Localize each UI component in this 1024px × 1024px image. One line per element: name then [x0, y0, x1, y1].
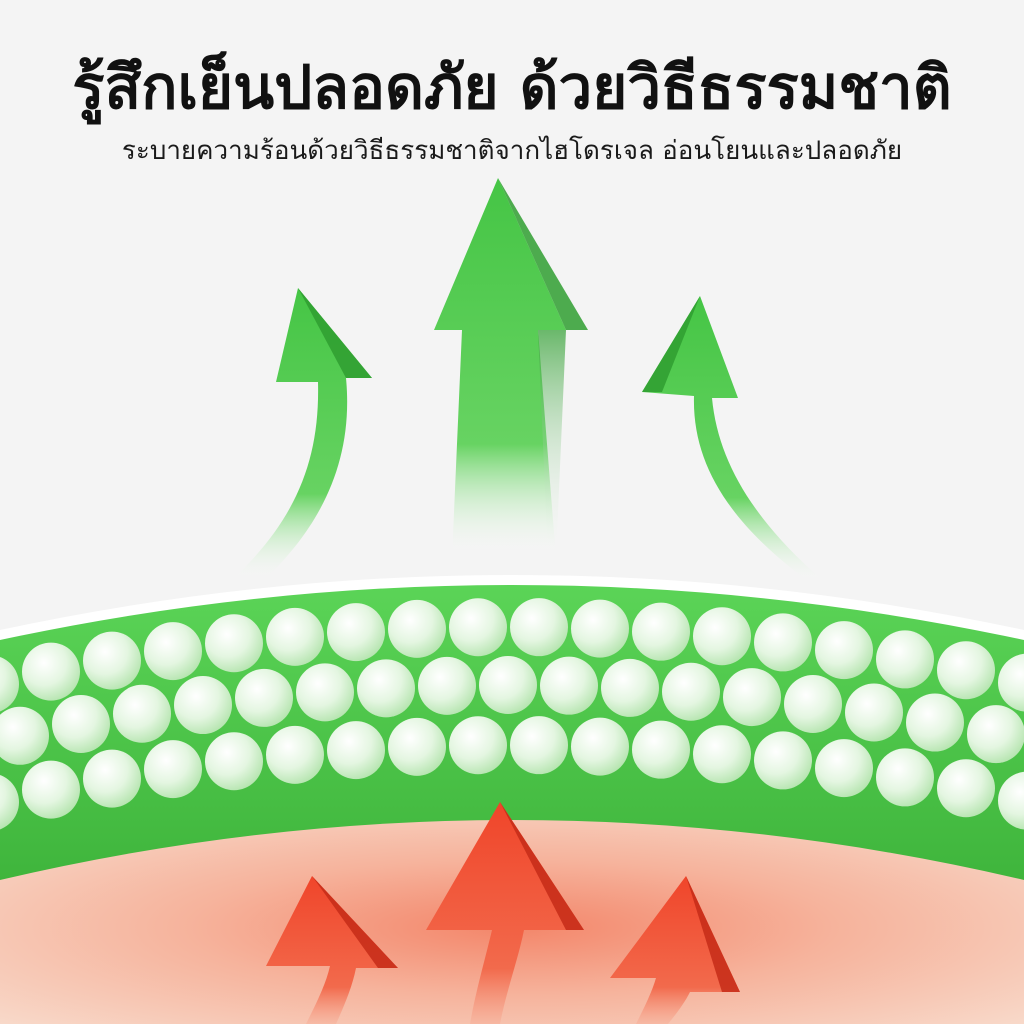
hydrogel-bead [906, 693, 964, 752]
hydrogel-bead [479, 656, 537, 715]
hydrogel-bead [113, 684, 171, 743]
hydrogel-bead [449, 598, 507, 657]
hydrogel-bead [510, 598, 568, 657]
hydrogel-bead [876, 748, 934, 807]
hydrogel-bead [327, 721, 385, 780]
hydrogel-bead [144, 622, 202, 681]
cool-arrow-left [232, 288, 372, 582]
hydrogel-bead [296, 663, 354, 722]
hydrogel-bead [357, 659, 415, 718]
hydrogel-bead [52, 694, 110, 753]
hydrogel-bead [22, 760, 80, 819]
heat-arrow-right [610, 876, 740, 1024]
hydrogel-bead [754, 731, 812, 790]
cool-arrow-right [642, 296, 820, 584]
hydrogel-bead [388, 717, 446, 776]
hydrogel-bead [693, 607, 751, 666]
hydrogel-bead [83, 749, 141, 808]
hydrogel-bead [815, 621, 873, 680]
hydrogel-bead [540, 656, 598, 715]
hydrogel-bead [0, 774, 19, 830]
hydrogel-bead [449, 716, 507, 775]
hydrogel-bead [693, 725, 751, 784]
hydrogel-bead [937, 641, 995, 700]
hydrogel-bead [510, 716, 568, 775]
hydrogel-bead [205, 614, 263, 673]
hydrogel-bead [998, 653, 1024, 712]
hydrogel-bead [235, 668, 293, 727]
hydrogel-bead [174, 676, 232, 735]
hydrogel-bead [632, 602, 690, 661]
hydrogel-bead [937, 759, 995, 818]
hydrogel-bead [266, 607, 324, 666]
hydrogel-bead [22, 642, 80, 701]
hydrogel-bead [998, 771, 1024, 830]
hydrogel-bead [144, 740, 202, 799]
hydrogel-bead [83, 631, 141, 690]
hydrogel-bead [266, 725, 324, 784]
hydrogel-bead [723, 668, 781, 727]
hydrogel-bead [815, 739, 873, 798]
hydrogel-bead [0, 706, 49, 765]
hydrogel-bead [327, 603, 385, 662]
hydrogel-bead [876, 630, 934, 689]
hydrogel-beads [0, 598, 1024, 830]
headline: รู้สึกเย็นปลอดภัย ด้วยวิธีธรรมชาติ [72, 53, 952, 123]
hydrogel-bead [754, 613, 812, 672]
cool-arrow-center [434, 178, 588, 558]
hydrogel-bead [571, 599, 629, 658]
hydrogel-bead [205, 732, 263, 791]
hydrogel-bead [967, 705, 1024, 764]
hydrogel-bead [571, 717, 629, 776]
hydrogel-bead [662, 662, 720, 721]
heat-arrow-center [426, 802, 584, 1024]
hydrogel-bead [784, 675, 842, 734]
hydrogel-bead [0, 656, 19, 712]
hydrogel-bead [845, 683, 903, 742]
hydrogel-bead [388, 599, 446, 658]
hydrogel-bead [632, 720, 690, 779]
heat-arrow-left [266, 876, 398, 1024]
hydrogel-bead [418, 656, 476, 715]
hydrogel-bead [601, 658, 659, 717]
subheadline: ระบายความร้อนด้วยวิธีธรรมชาติจากไฮโดรเจล… [121, 136, 903, 166]
